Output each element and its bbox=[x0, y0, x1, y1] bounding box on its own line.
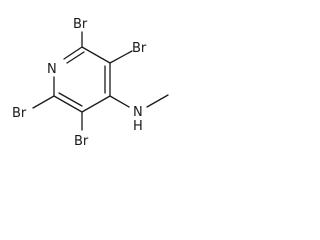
bond-c6-br bbox=[32, 95, 55, 109]
bromine-label-c5: Br bbox=[74, 134, 89, 149]
ring-bonds bbox=[53, 46, 111, 113]
bromine-label-c6: Br bbox=[12, 106, 27, 121]
bromine-label-c2: Br bbox=[73, 17, 88, 32]
bond-c5-c6 bbox=[53, 95, 83, 113]
bond-c4-n bbox=[109, 95, 130, 108]
bromine-label-c3: Br bbox=[132, 41, 147, 56]
substituent-bonds bbox=[32, 31, 169, 131]
bond-n-ch3 bbox=[146, 94, 169, 108]
molecule-diagram: N Br Br Br Br N H bbox=[0, 0, 192, 178]
bond-c2-c3 bbox=[81, 46, 111, 64]
bond-n1-c2 bbox=[63, 46, 83, 60]
structure-svg: N Br Br Br Br N H bbox=[12, 17, 169, 149]
bond-c5-c6-double bbox=[58, 92, 83, 107]
amine-hydrogen-label: H bbox=[133, 119, 143, 134]
ring-nitrogen-label: N bbox=[47, 62, 57, 77]
bond-c4-c5 bbox=[81, 95, 111, 113]
bond-c3-br bbox=[109, 50, 133, 64]
amine-nitrogen-label: N bbox=[133, 105, 143, 120]
bond-n1-c2-double bbox=[66, 51, 85, 64]
